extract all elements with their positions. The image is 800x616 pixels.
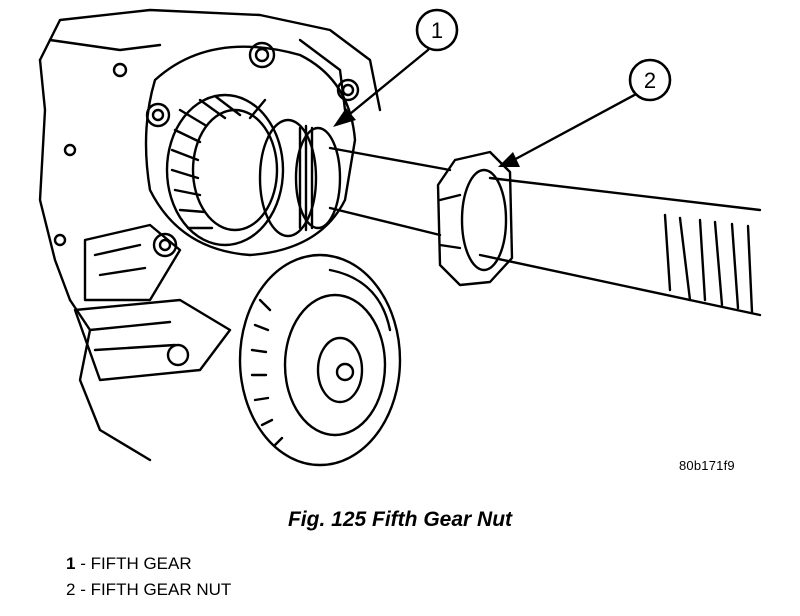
- threaded-hub: [258, 118, 342, 238]
- bearing-plate: [144, 45, 357, 257]
- legend-item-separator: -: [75, 580, 91, 599]
- figure-reference-code: 80b171f9: [679, 458, 735, 473]
- main-shaft: [328, 146, 762, 317]
- housing-bolts: [145, 41, 360, 367]
- callout-1: 1: [415, 8, 459, 52]
- fifth-gear: [165, 93, 285, 247]
- legend-item-separator: -: [75, 554, 91, 573]
- legend: 1 - FIFTH GEAR 2 - FIFTH GEAR NUT: [66, 551, 231, 603]
- transmission-illustration: 1 2: [38, 8, 762, 467]
- legend-item-label: FIFTH GEAR: [90, 554, 192, 573]
- figure-caption: Fig. 125 Fifth Gear Nut: [287, 508, 513, 531]
- legend-item-label: FIFTH GEAR NUT: [90, 580, 232, 599]
- legend-item-number: 2: [66, 580, 76, 599]
- leader-arrowheads: [333, 108, 520, 167]
- callout-2: 2: [628, 58, 672, 102]
- lower-gear-cluster: [238, 253, 402, 467]
- transmission-case: [38, 8, 382, 462]
- fifth-gear-nut: [436, 150, 514, 287]
- legend-item-number: 1: [66, 554, 76, 573]
- callout-1-number: 1: [431, 18, 443, 43]
- legend-item-2: 2 - FIFTH GEAR NUT: [66, 577, 231, 603]
- callout-leaders: [343, 48, 642, 164]
- legend-item-1: 1 - FIFTH GEAR: [66, 551, 231, 577]
- callout-2-number: 2: [644, 68, 656, 93]
